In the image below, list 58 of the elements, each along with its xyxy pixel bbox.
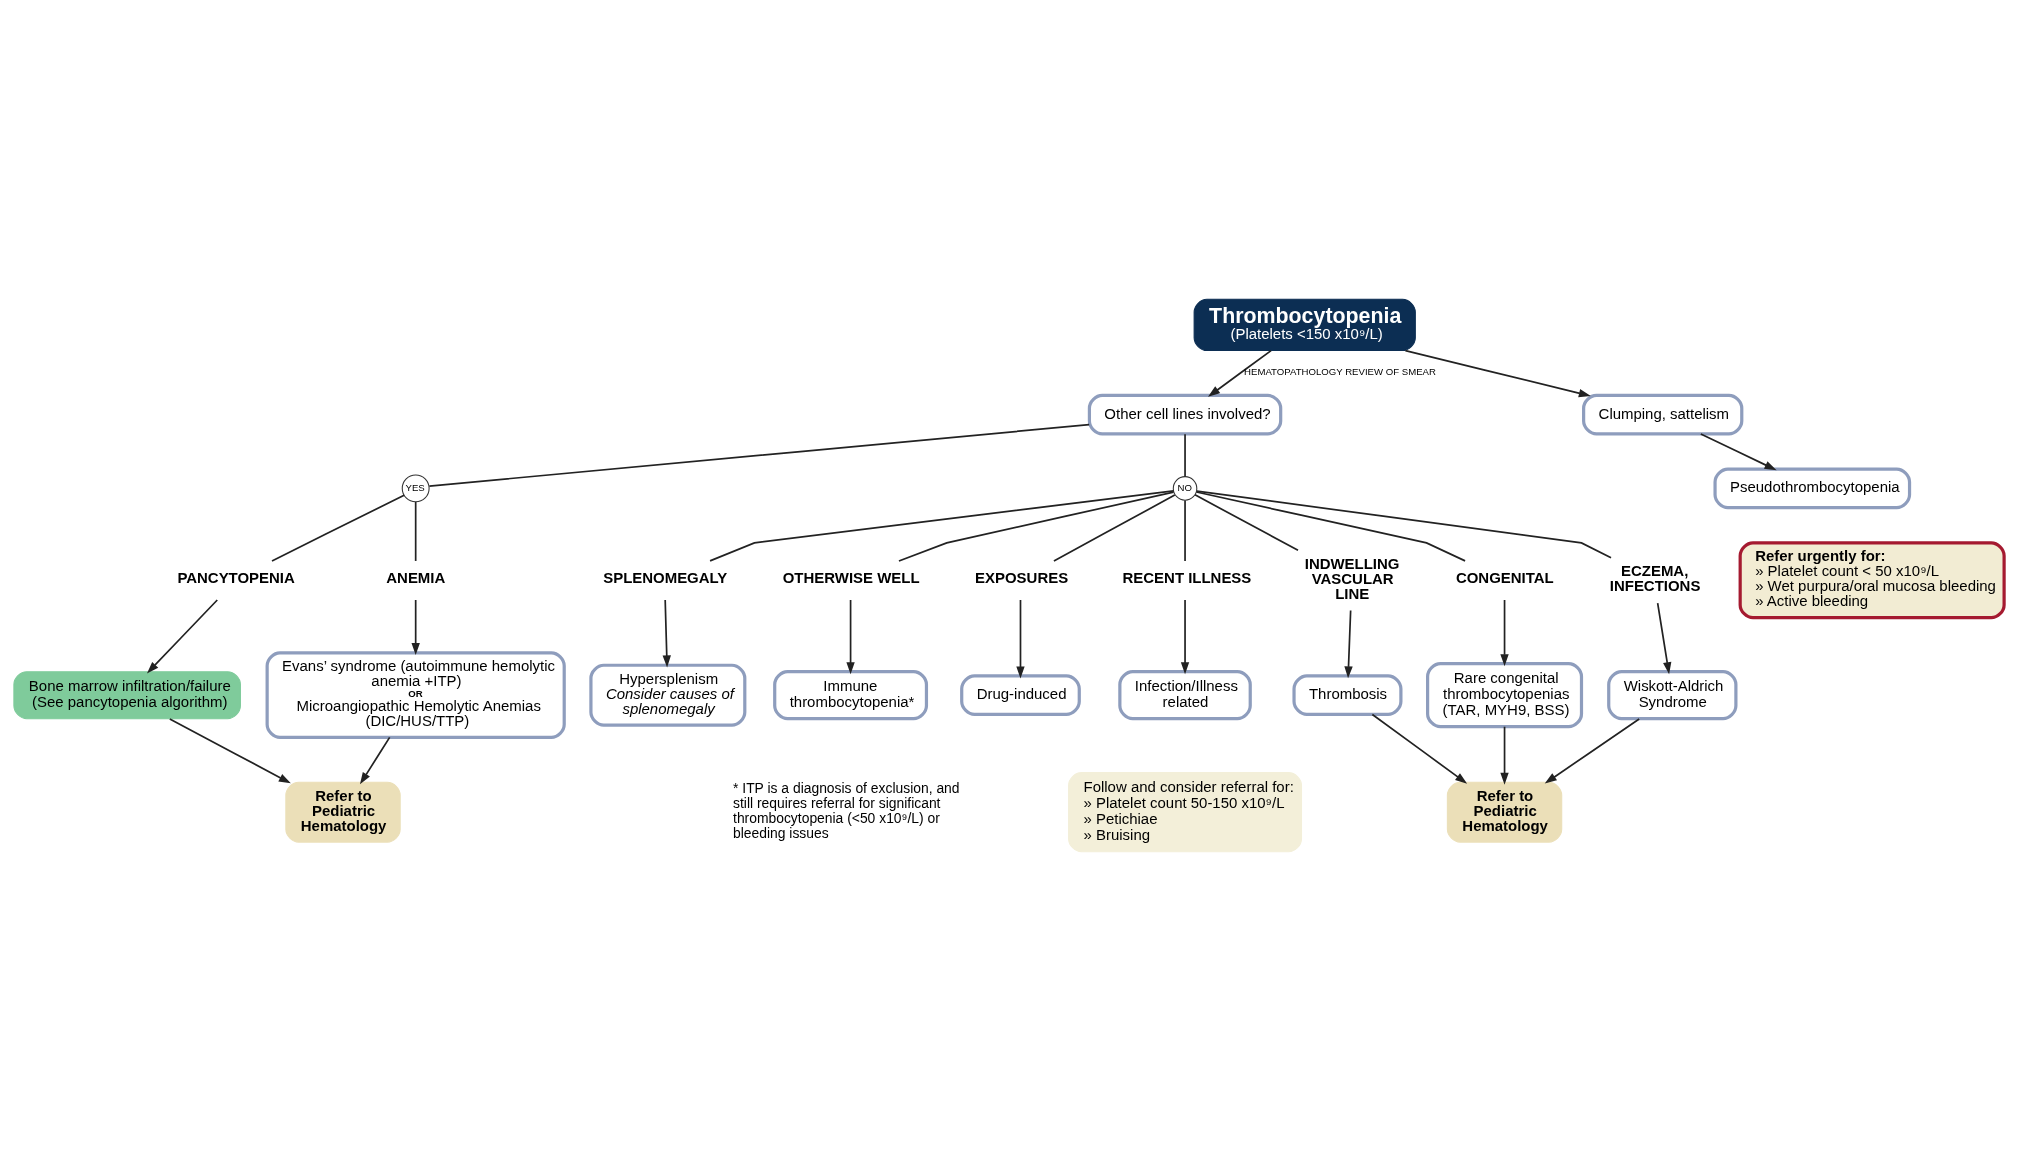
node-text: INDWELLING VASCULAR LINE bbox=[1304, 554, 1399, 602]
connector bbox=[1195, 491, 1466, 562]
node-box: Thrombocytopenia (Platelets <150 x10⁹/L) bbox=[1193, 298, 1416, 352]
connector bbox=[428, 423, 1090, 487]
node-box: Bone marrow infiltration/failure (See pancytopenia algorithm) bbox=[12, 671, 241, 720]
node-box: Immune thrombocytopenia* bbox=[772, 670, 928, 721]
node-box: Infection/Illness related bbox=[1117, 670, 1252, 721]
connector bbox=[708, 490, 1174, 562]
label: * ITP is a diagnosis of exclusion, and still requires referral for significant thrombocytopenia (<50 x10⁹/L) or bleeding issues bbox=[732, 780, 960, 842]
node-text: ECZEMA, INFECTIONS bbox=[1609, 562, 1700, 595]
node-box: Refer to Pediatric Hematology bbox=[284, 781, 401, 843]
node-box: Clumping, sattelism bbox=[1581, 393, 1743, 436]
arrow bbox=[1371, 713, 1467, 784]
arrow bbox=[1499, 725, 1509, 785]
node-box: Drug-induced bbox=[959, 674, 1081, 716]
arrow bbox=[359, 736, 390, 785]
node-box: Refer to Pediatric Hematology bbox=[1446, 781, 1562, 843]
arrow bbox=[1656, 602, 1671, 675]
arrow bbox=[1015, 599, 1025, 679]
connector bbox=[414, 501, 417, 562]
arrow bbox=[1207, 349, 1272, 397]
node-text: CONGENITAL bbox=[1455, 569, 1554, 587]
node-box: Wiskott-Aldrich Syndrome bbox=[1606, 670, 1737, 721]
node-box: Thrombosis bbox=[1291, 674, 1402, 716]
edge-label: HEMATOPATHOLOGY REVIEW OF SMEAR bbox=[1243, 366, 1436, 378]
node-box: Refer urgently for: » Platelet count < 50 x10⁹/L » Wet purpura/oral mucosa bleeding » Active bleeding bbox=[1738, 541, 2006, 620]
node-box: Hypersplenism Consider causes of splenomegaly bbox=[588, 663, 746, 727]
node-text: OTHERWISE WELL bbox=[782, 569, 920, 587]
arrow bbox=[1404, 349, 1591, 398]
node-circle: NO bbox=[1172, 476, 1197, 501]
arrow bbox=[146, 599, 218, 674]
connector bbox=[897, 491, 1174, 562]
connector bbox=[270, 494, 405, 562]
connector bbox=[1052, 494, 1176, 562]
node-box: Pseudothrombocytopenia bbox=[1712, 467, 1911, 510]
node-box: Rare congenital thrombocytopenias (TAR, MYH9, BSS) bbox=[1425, 662, 1583, 729]
node-box: Other cell lines involved? bbox=[1087, 393, 1282, 436]
node-text: PANCYTOPENIA bbox=[176, 569, 295, 587]
node-text: SPLENOMEGALY bbox=[602, 569, 727, 587]
node-text: ANEMIA bbox=[385, 569, 445, 587]
connector bbox=[1183, 499, 1186, 562]
node-box: Follow and consider referral for: » Platelet count 50-150 x10⁹/L » Petichiae » Bruising bbox=[1067, 772, 1302, 853]
arrow bbox=[168, 718, 291, 784]
arrow bbox=[1699, 433, 1777, 471]
node-text: RECENT ILLNESS bbox=[1122, 569, 1251, 587]
arrow bbox=[1343, 609, 1353, 679]
connector bbox=[1183, 433, 1186, 478]
arrow bbox=[845, 599, 855, 675]
node-box: Evans’ syndrome (autoimmune hemolytic anemia +ITP) OR Microangiopathic Hemolytic Anemias (DIC/HUS/TTP) bbox=[265, 651, 566, 739]
connector bbox=[1193, 493, 1299, 552]
arrow bbox=[410, 599, 420, 656]
node-circle: YES bbox=[401, 474, 430, 503]
node-text: EXPOSURES bbox=[974, 569, 1068, 587]
arrow bbox=[1180, 599, 1189, 675]
arrow bbox=[1499, 599, 1509, 667]
arrow bbox=[1544, 718, 1640, 784]
arrow bbox=[662, 599, 671, 668]
connector bbox=[1195, 490, 1612, 559]
